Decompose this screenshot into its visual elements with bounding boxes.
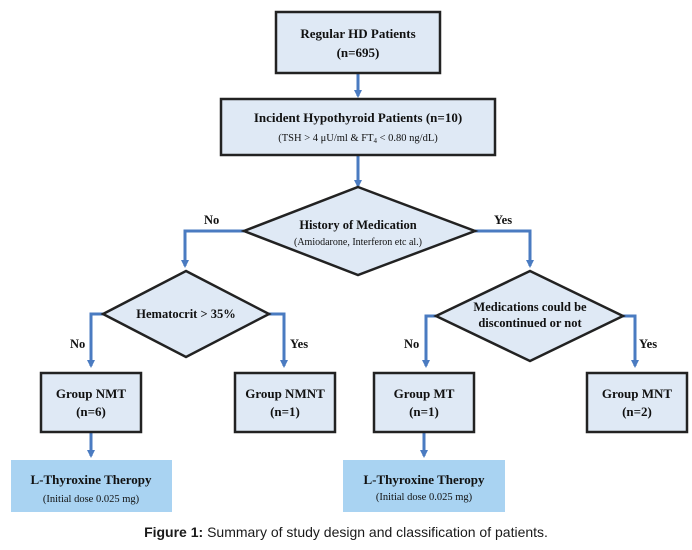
regular-hd-patients-box: Regular HD Patients (n=695) xyxy=(274,10,442,75)
discontinue-no-label: No xyxy=(404,337,419,351)
arrow-discontinue-yes xyxy=(623,314,639,368)
medications-discontinued-diamond: Medications could be discontinued or not xyxy=(433,269,626,363)
group-nmnt-title: Group NMNT xyxy=(245,386,325,401)
arrow-history-yes xyxy=(475,229,534,268)
hematocrit-yes-label: Yes xyxy=(290,337,308,351)
regular-hd-count: (n=695) xyxy=(337,45,380,60)
hematocrit-title: Hematocrit > 35% xyxy=(136,307,235,321)
history-of-medication-diamond: History of Medication (Amiodarone, Inter… xyxy=(240,185,479,277)
incident-hypothyroid-box: Incident Hypothyroid Patients (n=10) (TS… xyxy=(219,97,497,157)
group-mt-title: Group MT xyxy=(394,386,455,401)
therapy-right-dose: (Initial dose 0.025 mg) xyxy=(376,492,473,503)
group-nmnt-box: Group NMNT (n=1) xyxy=(233,371,337,434)
history-title: History of Medication xyxy=(299,218,416,232)
flowchart: Regular HD Patients (n=695) Incident Hyp… xyxy=(11,10,689,512)
discontinue-yes-label: Yes xyxy=(639,337,657,351)
history-no-label: No xyxy=(204,213,219,227)
history-yes-label: Yes xyxy=(494,213,512,227)
group-nmt-box: Group NMT (n=6) xyxy=(39,371,143,434)
therapy-left-box: L-Thyroxine Theropy (Initial dose 0.025 … xyxy=(11,460,172,512)
arrow-hematocrit-yes xyxy=(269,312,288,368)
arrow-hematocrit-no xyxy=(87,312,103,368)
hematocrit-no-label: No xyxy=(70,337,85,351)
therapy-left-dose: (Initial dose 0.025 mg) xyxy=(43,494,140,505)
group-nmnt-count: (n=1) xyxy=(270,404,300,419)
caption-text: Summary of study design and classificati… xyxy=(203,524,548,540)
incident-title: Incident Hypothyroid Patients (n=10) xyxy=(254,110,462,125)
figure-caption: Figure 1: Summary of study design and cl… xyxy=(0,524,692,540)
regular-hd-title: Regular HD Patients xyxy=(300,26,415,41)
caption-label: Figure 1: xyxy=(144,524,204,540)
arrow-discontinue-no xyxy=(422,314,436,368)
group-mt-count: (n=1) xyxy=(409,404,439,419)
group-nmt-count: (n=6) xyxy=(76,404,106,419)
group-mt-box: Group MT (n=1) xyxy=(372,371,476,434)
group-nmt-title: Group NMT xyxy=(56,386,127,401)
arrow-history-no xyxy=(181,229,244,268)
therapy-right-title: L-Thyroxine Theropy xyxy=(364,472,485,487)
incident-criteria: (TSH > 4 μU/ml & FT4 < 0.80 ng/dL) xyxy=(278,133,438,145)
group-mnt-box: Group MNT (n=2) xyxy=(585,371,689,434)
therapy-right-box: L-Thyroxine Theropy (Initial dose 0.025 … xyxy=(343,460,505,512)
group-mnt-count: (n=2) xyxy=(622,404,652,419)
hematocrit-diamond: Hematocrit > 35% xyxy=(100,269,272,359)
therapy-left-title: L-Thyroxine Theropy xyxy=(31,472,152,487)
group-mnt-title: Group MNT xyxy=(602,386,673,401)
discontinue-line2: discontinued or not xyxy=(478,316,582,330)
history-subtitle: (Amiodarone, Interferon etc al.) xyxy=(294,237,422,248)
connectors xyxy=(87,73,639,458)
discontinue-line1: Medications could be xyxy=(473,300,587,314)
